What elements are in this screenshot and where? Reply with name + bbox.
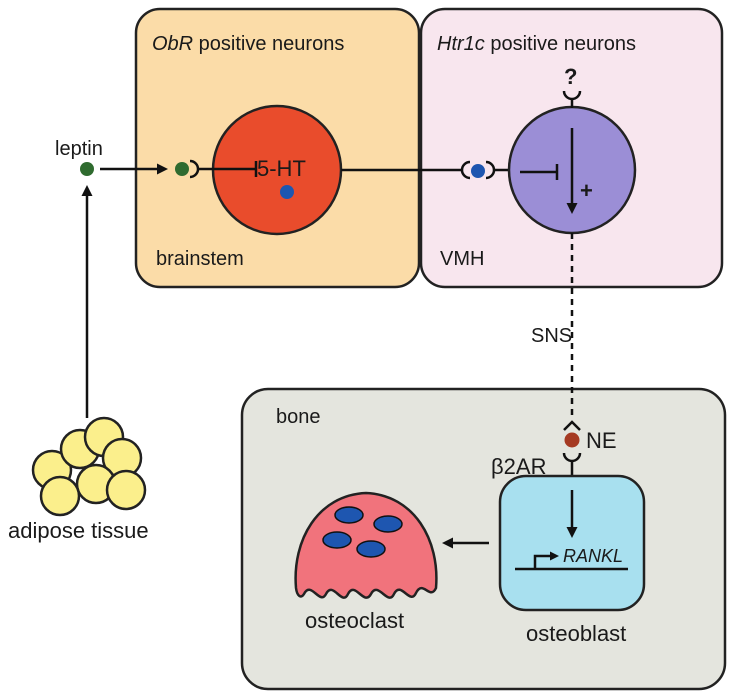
5ht-label: 5-HT (257, 156, 306, 181)
osteoblast-to-osteoclast-arrowhead (442, 537, 453, 549)
osteoclast-label: osteoclast (305, 608, 404, 633)
osteoblast-label: osteoblast (526, 621, 626, 646)
adipose-tissue-label: adipose tissue (8, 518, 149, 543)
htr1c-box-title: Htr1c positive neurons (437, 33, 636, 55)
htr1c-bound-serotonin-dot (471, 164, 485, 178)
unknown-input-label: ? (564, 64, 577, 89)
brainstem-label: brainstem (156, 248, 244, 270)
leptin-dot (80, 162, 94, 176)
plus-sign: + (580, 178, 593, 203)
ne-dot (564, 432, 580, 448)
promoter-arrow-icon (533, 554, 552, 569)
adipose-arrowhead (81, 185, 93, 196)
leptin-arrowhead (157, 163, 168, 175)
osteoclast-nucleus (356, 540, 386, 558)
promoter-arrowhead (550, 551, 559, 561)
htr1c-receptor-left-icon (460, 160, 471, 180)
adipose-tissue-icon (31, 416, 147, 517)
vmh-activation-arrowhead (566, 203, 578, 214)
osteoclast-nucleus (334, 506, 364, 524)
osteoblast-cell (498, 474, 646, 612)
leptin-label: leptin (55, 138, 103, 160)
ne-release-icon (563, 420, 581, 431)
obr-bound-leptin-dot (175, 162, 189, 176)
b2ar-receptor-icon (562, 452, 582, 463)
rankl-gene-label: RANKL (563, 546, 623, 566)
serotonin-nucleus-dot (280, 185, 294, 199)
osteoclast-nucleus (322, 531, 352, 549)
osteoclast-nucleus (373, 515, 403, 533)
unknown-receptor-icon (562, 90, 582, 101)
ne-label: NE (586, 428, 617, 453)
bone-label: bone (276, 406, 321, 428)
htr1c-receptor-right-icon (485, 160, 496, 180)
osteoblast-signal-arrowhead (566, 527, 578, 538)
bone-box (240, 387, 727, 691)
obr-box-title: ObR positive neurons (152, 33, 344, 55)
vmh-label: VMH (440, 248, 484, 270)
sns-label: SNS (531, 325, 572, 347)
obr-receptor-icon (189, 159, 200, 179)
